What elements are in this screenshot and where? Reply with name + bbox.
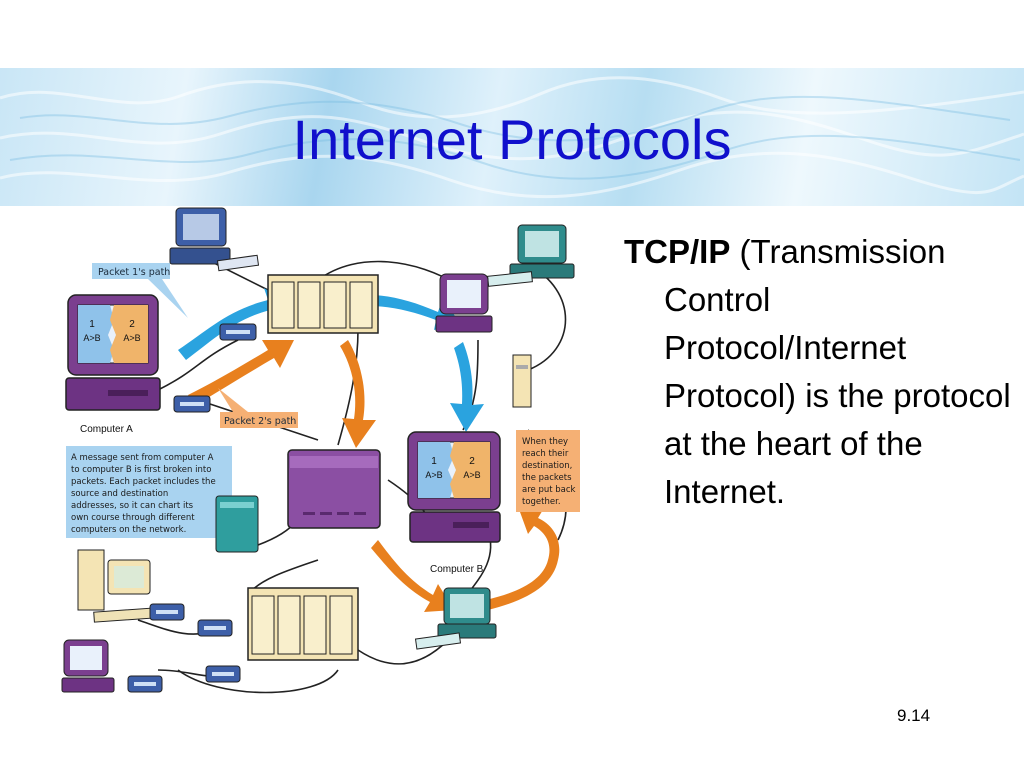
computer-a-label: Computer A xyxy=(80,424,133,435)
computer-top-left xyxy=(169,207,260,272)
tcp-ip-term: TCP/IP xyxy=(624,233,731,270)
screen-b-right-route: A>B xyxy=(463,470,480,480)
title-banner xyxy=(0,68,1024,206)
screen-b-left-route: A>B xyxy=(425,470,442,480)
message-note-line-1: A message sent from computer A xyxy=(71,453,214,463)
computer-bottom-teal xyxy=(414,587,497,650)
message-note-line-6: own course through different xyxy=(71,513,195,523)
packet2-path-arrows xyxy=(188,340,560,612)
tcp-ip-definition: (Transmission Control Protocol/Internet … xyxy=(664,233,1011,510)
message-note-line-4: source and destination xyxy=(71,489,168,499)
computer-b: 1 A>B 2 A>B xyxy=(407,431,501,543)
slide-title: Internet Protocols xyxy=(292,108,732,171)
modem-2 xyxy=(173,395,211,413)
screen-a-right-route: A>B xyxy=(123,333,140,343)
destination-note: When they reach their destination, the p… xyxy=(516,430,580,512)
destination-note-line-3: destination, xyxy=(522,461,572,471)
computer-bottom-purple xyxy=(61,639,115,693)
packet1-label: Packet 1's path xyxy=(98,267,170,278)
screen-b-left-num: 1 xyxy=(431,456,437,467)
screen-a-left-route: A>B xyxy=(83,333,100,343)
packet1-callout: Packet 1's path xyxy=(92,263,188,318)
packet2-label: Packet 2's path xyxy=(224,416,296,427)
message-note-line-5: addresses, so it can chart its xyxy=(71,501,194,511)
server-top-center xyxy=(267,274,379,334)
destination-note-line-1: When they xyxy=(522,437,568,447)
modem-1 xyxy=(219,323,257,341)
teal-unit xyxy=(215,495,259,553)
screen-a-left-num: 1 xyxy=(89,319,95,330)
mainframe-center xyxy=(287,449,381,529)
modem-4 xyxy=(197,619,233,637)
tcp-ip-description: TCP/IP (Transmission Control Protocol/In… xyxy=(624,228,1020,516)
destination-note-line-5: are put back xyxy=(522,485,576,495)
destination-note-line-2: reach their xyxy=(522,449,569,459)
message-note: A message sent from computer A to comput… xyxy=(66,446,232,538)
computer-bottom-left xyxy=(77,549,157,623)
network-illustration: 1 A>B 2 A>B Computer A Packet 1's path P… xyxy=(61,207,580,694)
modem-5 xyxy=(205,665,241,683)
computer-middle-right xyxy=(435,273,493,333)
tcp-ip-network-diagram: 1 A>B 2 A>B Computer A Packet 1's path P… xyxy=(58,200,608,710)
destination-note-line-4: the packets xyxy=(522,473,572,483)
screen-a-right-num: 2 xyxy=(129,319,135,330)
modem-3 xyxy=(149,603,185,621)
computer-a: 1 A>B 2 A>B xyxy=(65,294,161,411)
packet2-callout: Packet 2's path xyxy=(218,388,298,428)
server-bottom-center xyxy=(247,587,359,661)
slide-number: 9.14 xyxy=(897,706,931,725)
tower-right xyxy=(512,354,532,408)
message-note-line-2: to computer B is first broken into xyxy=(71,465,211,475)
modem-6 xyxy=(127,675,163,693)
water-texture xyxy=(0,76,1024,199)
computer-b-label: Computer B xyxy=(430,564,484,575)
screen-b-right-num: 2 xyxy=(469,456,475,467)
computer-top-right xyxy=(487,224,575,287)
destination-note-line-6: together. xyxy=(522,497,561,507)
message-note-line-7: computers on the network. xyxy=(71,525,186,535)
message-note-line-3: packets. Each packet includes the xyxy=(71,477,216,487)
